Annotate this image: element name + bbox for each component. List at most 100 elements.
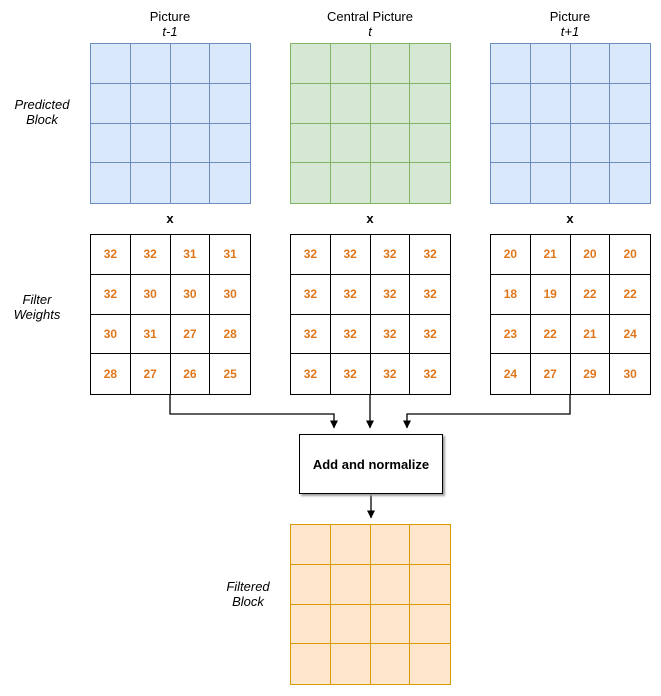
weight-cell: 30 bbox=[210, 275, 250, 315]
picture-subtitle: t bbox=[368, 24, 372, 39]
block-cell bbox=[330, 123, 371, 164]
block-cell bbox=[410, 124, 450, 164]
multiply-label: x bbox=[166, 211, 174, 226]
weight-cell: 28 bbox=[91, 354, 131, 394]
weight-cell: 32 bbox=[91, 274, 131, 315]
weight-cell: 27 bbox=[531, 354, 571, 394]
block-cell bbox=[91, 83, 131, 124]
block-cell bbox=[291, 604, 331, 645]
block-cell bbox=[410, 605, 450, 645]
weight-cell: 32 bbox=[410, 275, 450, 315]
block-cell bbox=[531, 163, 571, 203]
block-cell bbox=[610, 44, 650, 84]
block-cell bbox=[210, 124, 250, 164]
weight-cell: 32 bbox=[130, 235, 171, 275]
block-cell bbox=[130, 44, 171, 84]
multiply-label: x bbox=[566, 211, 574, 226]
block-cell bbox=[291, 44, 331, 84]
weight-cell: 21 bbox=[570, 314, 611, 355]
weight-cell: 25 bbox=[223, 367, 237, 382]
add-and-normalize-label: Add and normalize bbox=[312, 456, 430, 472]
block-cell bbox=[331, 163, 371, 203]
block-cell bbox=[330, 564, 371, 605]
weight-cell: 20 bbox=[570, 235, 611, 275]
block-cell bbox=[91, 163, 131, 203]
block-cell bbox=[571, 163, 611, 203]
block-cell bbox=[131, 163, 171, 203]
column-header-t-minus-1: Picture t-1 bbox=[70, 9, 270, 39]
predicted-block-grid-t-plus-1 bbox=[490, 43, 651, 204]
block-cell bbox=[410, 565, 450, 605]
weight-cell: 23 bbox=[491, 314, 531, 355]
weight-cell: 32 bbox=[330, 235, 371, 275]
weight-cell: 30 bbox=[91, 314, 131, 355]
add-and-normalize-box: Add and normalize bbox=[299, 434, 443, 494]
block-cell bbox=[331, 644, 371, 684]
weight-cell: 30 bbox=[170, 274, 211, 315]
weight-cell: 31 bbox=[130, 314, 171, 355]
block-cell bbox=[410, 163, 450, 203]
weight-cell: 30 bbox=[623, 367, 637, 382]
block-cell bbox=[410, 84, 450, 124]
block-cell bbox=[370, 604, 411, 645]
weight-cell: 31 bbox=[210, 235, 250, 275]
weight-cell: 32 bbox=[291, 354, 331, 394]
block-cell bbox=[491, 83, 531, 124]
multiply-label: x bbox=[366, 211, 374, 226]
weight-cell: 20 bbox=[491, 235, 531, 275]
arrow-right-to-box bbox=[403, 394, 571, 429]
weight-cell: 29 bbox=[571, 354, 611, 394]
block-cell bbox=[410, 644, 450, 684]
block-cell bbox=[491, 163, 531, 203]
block-cell bbox=[371, 644, 411, 684]
weight-cell: 32 bbox=[330, 314, 371, 355]
block-cell bbox=[291, 123, 331, 164]
block-cell bbox=[291, 525, 331, 565]
block-cell bbox=[170, 123, 211, 164]
block-cell bbox=[491, 44, 531, 84]
block-cell bbox=[210, 163, 250, 203]
block-cell bbox=[370, 123, 411, 164]
picture-title: Picture bbox=[549, 9, 591, 24]
block-cell bbox=[130, 83, 171, 124]
block-cell bbox=[330, 83, 371, 124]
weight-cell: 26 bbox=[171, 354, 211, 394]
column-header-t: Central Picture t bbox=[270, 9, 470, 39]
picture-title: Central Picture bbox=[327, 9, 413, 24]
block-cell bbox=[530, 123, 571, 164]
block-cell bbox=[91, 123, 131, 164]
block-cell bbox=[610, 124, 650, 164]
weight-cell: 32 bbox=[291, 314, 331, 355]
block-cell bbox=[370, 44, 411, 84]
weight-cell: 32 bbox=[370, 274, 411, 315]
block-cell bbox=[330, 604, 371, 645]
weight-cell: 30 bbox=[130, 274, 171, 315]
block-cell bbox=[330, 44, 371, 84]
block-cell bbox=[330, 525, 371, 565]
block-cell bbox=[291, 644, 331, 684]
block-cell bbox=[570, 83, 611, 124]
weight-cell: 24 bbox=[491, 354, 531, 394]
weight-cell: 32 bbox=[370, 314, 411, 355]
weight-cell: 32 bbox=[330, 274, 371, 315]
block-cell bbox=[410, 44, 450, 84]
weight-cell: 32 bbox=[371, 354, 411, 394]
block-cell bbox=[291, 163, 331, 203]
weight-cell: 32 bbox=[410, 315, 450, 355]
predicted-block-grid-t bbox=[290, 43, 451, 204]
block-cell bbox=[530, 44, 571, 84]
block-cell bbox=[291, 83, 331, 124]
filtered-block-label: Filtered Block bbox=[226, 579, 270, 609]
block-cell bbox=[170, 83, 211, 124]
picture-subtitle: t-1 bbox=[162, 24, 178, 39]
column-header-t-plus-1: Picture t+1 bbox=[470, 9, 661, 39]
weight-cell: 22 bbox=[570, 274, 611, 315]
block-cell bbox=[371, 163, 411, 203]
picture-subtitle: t+1 bbox=[560, 24, 580, 39]
block-cell bbox=[370, 525, 411, 565]
filtered-block-grid bbox=[290, 524, 451, 685]
block-cell bbox=[210, 84, 250, 124]
weight-cell: 32 bbox=[291, 235, 331, 275]
